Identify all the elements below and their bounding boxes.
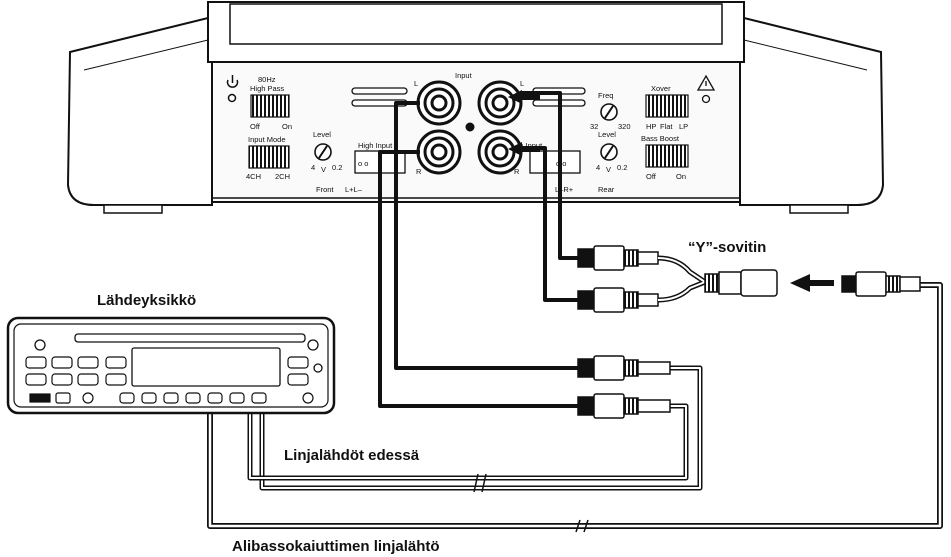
label-front: Front [316, 185, 334, 194]
amp-front-panel [211, 61, 741, 203]
label-80hz: 80Hz [258, 75, 276, 84]
source-unit [6, 316, 336, 415]
jack-front-left [416, 80, 462, 126]
label-rear-v: V [606, 165, 611, 174]
label-bass-boost: Bass Boost [641, 134, 680, 143]
label-jack-l-2: L [520, 79, 524, 88]
input-mode-switch [248, 145, 290, 169]
amp-controls: 80Hz High Pass Off On Input Mode 4CH 2CH… [226, 71, 716, 194]
warning-icon [696, 74, 716, 104]
label-sub-output: Alibassokaiuttimen linjalähtö [232, 538, 440, 555]
cable-front-right [378, 150, 578, 408]
label-freq-320: 320 [618, 122, 631, 131]
label-front-outputs: Linjalähdöt edessä [284, 447, 420, 464]
label-bb-off: Off [646, 172, 657, 181]
label-rear-02: 0.2 [617, 163, 627, 172]
label-input: Input [455, 71, 473, 80]
rca-plug-front-top [577, 355, 671, 381]
label-front-02: 0.2 [332, 163, 342, 172]
cables [207, 91, 943, 533]
label-xover: Xover [651, 84, 671, 93]
label-front-4: 4 [311, 163, 315, 172]
rca-plug-front-bottom [577, 393, 671, 419]
label-l-plus: L+L– [345, 185, 363, 194]
jack-front-right [416, 129, 462, 175]
svg-text:o o: o o [358, 159, 368, 168]
label-high-input-front: High Input [358, 141, 393, 150]
amp-left-cap [66, 15, 213, 206]
label-jack-r-1: R [416, 167, 422, 176]
rear-high-input-connector [529, 150, 581, 174]
xover-switch [645, 94, 689, 118]
cd-slot [74, 333, 306, 343]
jack-rear-left [477, 80, 523, 126]
label-input-mode: Input Mode [248, 135, 286, 144]
amplifier [66, 1, 885, 214]
label-y-adapter: “Y”-sovitin [688, 239, 766, 256]
label-4ch: 4CH [246, 172, 261, 181]
cable-front-left [394, 101, 578, 370]
power-icon [226, 75, 239, 103]
label-xover-flat: Flat [660, 122, 673, 131]
label-jack-l-1: L [414, 79, 418, 88]
label-rear-level: Level [598, 130, 616, 139]
display [131, 347, 281, 387]
cable-rear-left [520, 91, 580, 260]
label-high-input-rear: High Input [508, 141, 543, 150]
label-2ch: 2CH [275, 172, 290, 181]
label-front-v: V [321, 165, 326, 174]
jack-rear-right [477, 129, 523, 175]
y-adapter-body [704, 269, 778, 297]
label-freq: Freq [598, 91, 613, 100]
rca-plugs [577, 245, 921, 419]
label-rear-4: 4 [596, 163, 600, 172]
rca-plug-sub [841, 271, 921, 297]
label-front-level: Level [313, 130, 331, 139]
label-hp-on: On [282, 122, 292, 131]
rca-plug-y-bottom [577, 287, 659, 313]
arrow-jack-rear-right [508, 142, 540, 156]
arrow-left-icon [790, 274, 834, 292]
arrow-jack-rear-left [508, 90, 540, 104]
label-xover-lp: LP [679, 122, 688, 131]
label-xover-hp: HP [646, 122, 656, 131]
label-rear: Rear [598, 185, 615, 194]
label-r-plus: L–R+ [555, 185, 574, 194]
bass-boost-switch [645, 144, 689, 168]
label-high-pass: High Pass [250, 84, 284, 93]
label-jack-r-2: R [514, 167, 520, 176]
amp-right-cap [739, 15, 885, 206]
label-hp-off: Off [250, 122, 261, 131]
rca-plug-y-top [577, 245, 659, 271]
input-jacks [416, 80, 523, 175]
high-pass-switch [250, 94, 290, 118]
label-bb-on: On [676, 172, 686, 181]
label-source-unit: Lähdeyksikkö [97, 292, 196, 309]
label-freq-32: 32 [590, 122, 598, 131]
